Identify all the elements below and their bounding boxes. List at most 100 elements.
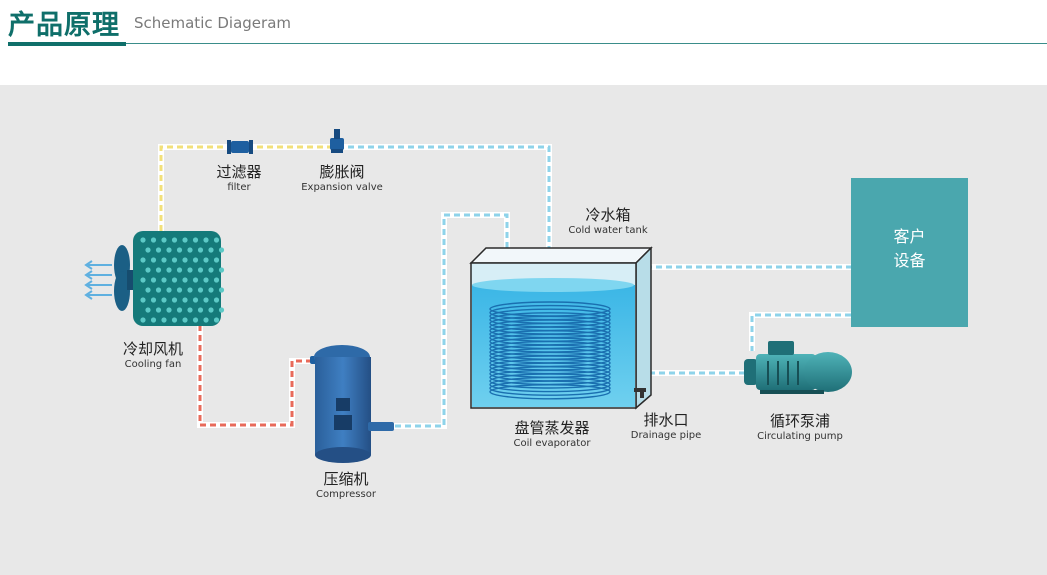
condenser-fin-dot [192,317,199,323]
airflow-arrows [84,260,112,300]
condenser-fin-dot [218,307,225,313]
condenser-fin-dot [182,257,188,263]
condenser-fin-dot [145,247,151,253]
evaporator-coil-ring [489,373,611,389]
condenser-fin-dot [145,307,151,313]
client-equipment-box: 客户 设备 [851,178,968,327]
filter-label: 过滤器 filter [216,163,262,193]
condenser-fin-dot [208,267,214,273]
drainage-pipe-label: 排水口 Drainage pipe [630,411,702,441]
condenser-fin-dot [155,267,162,273]
evaporator-coil-ring [489,384,611,400]
condenser-fin-dot [197,307,204,313]
condenser-fin-dot [176,307,183,313]
cold-water-tank-label: 冷水箱 Cold water tank [568,206,648,236]
condenser-fin-dot [140,257,146,263]
condenser-fin-dot [182,277,188,283]
condenser-fin-dot [218,287,225,293]
page-title: 产品原理 [8,10,120,41]
condenser-fin-dot [213,237,220,243]
client-equipment-line1: 客户 [893,227,926,246]
condenser-fin-dot [171,237,178,243]
schematic-diagram: 过滤器 filter 膨胀阀 Expansion valve 冷水箱 Cold … [0,85,1047,575]
cooling-fan-component [84,231,225,326]
condenser-fin-dot [161,257,167,263]
condenser-fin-dot [203,277,209,283]
water-line-return [640,312,851,376]
condenser-fin-dot [218,247,225,253]
condenser-fin-dot [161,237,167,243]
compressor-component [310,345,394,463]
condenser-fin-dot [140,277,146,283]
condenser-fin-dot [182,297,188,303]
condenser-fin-dot [155,287,162,293]
condenser-fin-dot [187,287,193,293]
condenser-fin-dot [150,277,157,283]
condenser-fin-dot [155,247,162,253]
cold-water-tank-component [469,246,653,410]
condenser-fin-dot [140,317,146,323]
condenser-fin-dot [150,257,157,263]
schematic-drawing [84,129,852,463]
condenser-fin-dot [176,247,183,253]
condenser-fin-dot [208,307,214,313]
expansion-valve-component [330,129,344,153]
condenser-fin-dot [171,277,178,283]
condenser-fin-dot [176,267,183,273]
condenser-fin-dot [203,237,209,243]
refrigerant-line-suction [392,212,510,429]
coil-evaporator-label: 盘管蒸发器 Coil evaporator [513,419,591,449]
circulating-pump-component [744,341,852,394]
condenser-fin-dot [176,287,183,293]
condenser-fin-dot [171,317,178,323]
condenser-fin-dot [187,267,193,273]
condenser-fin-dot [192,297,199,303]
condenser-fin-dot [171,257,178,263]
condenser-fin-dot [182,237,188,243]
condenser-fin-dot [145,287,151,293]
page-header: 产品原理 Schematic Diageram [0,0,1047,50]
condenser-fin-dot [203,297,209,303]
condenser-fin-dot [213,277,220,283]
evaporator-coil-ring [489,376,611,393]
condenser-fin-dot [150,297,157,303]
condenser-fin-dot [192,237,199,243]
evaporator-coil-ring [489,380,611,396]
condenser-fin-dot [203,257,209,263]
condenser-fin-dot [218,267,225,273]
condenser-fin-dot [155,307,162,313]
filter-component [227,140,253,154]
condenser-fin-dot [166,287,172,293]
condenser-fin-dot [203,317,209,323]
condenser-fin-dot [166,307,172,313]
page-subtitle: Schematic Diageram [134,14,292,32]
header-divider [8,43,1047,44]
condenser-fin-dot [161,317,167,323]
condenser-fin-dot [213,297,220,303]
condenser-fin-dot [208,247,214,253]
condenser-fin-dot [182,317,188,323]
condenser-fin-dot [166,247,172,253]
condenser-fin-dot [187,307,193,313]
condenser-fin-dot [192,257,199,263]
condenser-fin-dot [150,317,157,323]
condenser-fin-dot [187,247,193,253]
expansion-valve-label: 膨胀阀 Expansion valve [301,163,383,193]
condenser-fin-dot [213,317,220,323]
cooling-fan-label: 冷却风机 Cooling fan [122,340,183,370]
client-equipment-line2: 设备 [893,251,926,270]
refrigerant-line-discharge [197,325,316,428]
condenser-fin-dot [171,297,178,303]
condenser-fin-dot [197,267,204,273]
condenser-fin-dot [197,247,204,253]
circulating-pump-label: 循环泵浦 Circulating pump [757,412,843,442]
condenser-fin-dot [140,237,146,243]
condenser-fin-dot [145,267,151,273]
condenser-fin-dot [161,277,167,283]
condenser-fin-dot [166,267,172,273]
condenser-fin-dot [208,287,214,293]
condenser-fin-dot [213,257,220,263]
condenser-fin-dot [140,297,146,303]
condenser-fin-dot [197,287,204,293]
condenser-fin-dot [150,237,157,243]
